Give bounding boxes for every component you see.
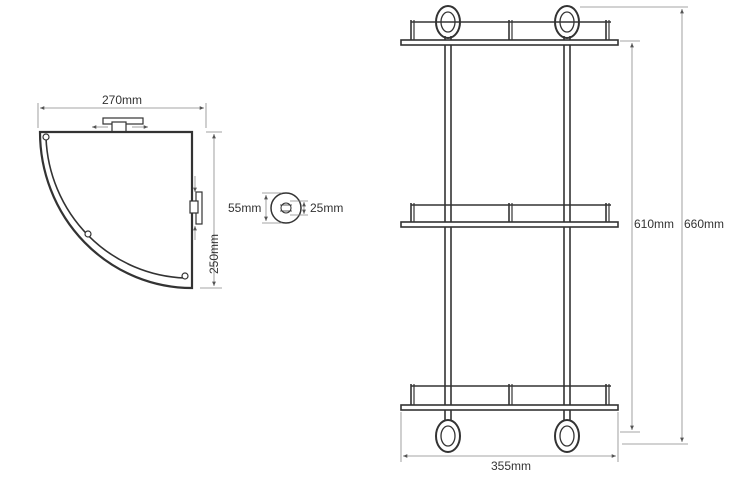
flange-inner-label: 25mm: [310, 201, 343, 215]
shelf-middle: [400, 203, 619, 228]
flange-detail: 55mm 25mm: [228, 192, 343, 224]
bottom-wall-flange-right: [554, 419, 580, 453]
front-view-height-inner-label: 610mm: [634, 217, 674, 231]
side-bracket: [189, 176, 203, 240]
top-view-width-label: 270mm: [102, 93, 142, 107]
corner-shelf-outline: [38, 130, 194, 290]
shelf-bottom: [400, 384, 619, 411]
vertical-pole-right: [563, 36, 571, 430]
flange-outer-label: 55mm: [228, 201, 261, 215]
height-dimension-inner: 610mm: [620, 40, 674, 433]
vertical-pole-left: [444, 36, 452, 430]
front-view-width-label: 355mm: [491, 459, 531, 473]
shelf-top: [400, 20, 619, 46]
top-view: 270mm 250mm: [37, 93, 222, 290]
bottom-wall-flange-left: [435, 419, 461, 453]
width-dimension-front-view: 355mm: [400, 412, 619, 473]
height-dimension-total: 660mm: [580, 6, 724, 445]
top-view-depth-label: 250mm: [207, 234, 221, 274]
width-dimension-top-view: 270mm: [37, 93, 207, 128]
front-view: 355mm 610mm 660mm: [400, 5, 724, 473]
top-bracket: [92, 117, 148, 133]
depth-dimension-top-view: 250mm: [200, 131, 222, 289]
front-view-height-total-label: 660mm: [684, 217, 724, 231]
